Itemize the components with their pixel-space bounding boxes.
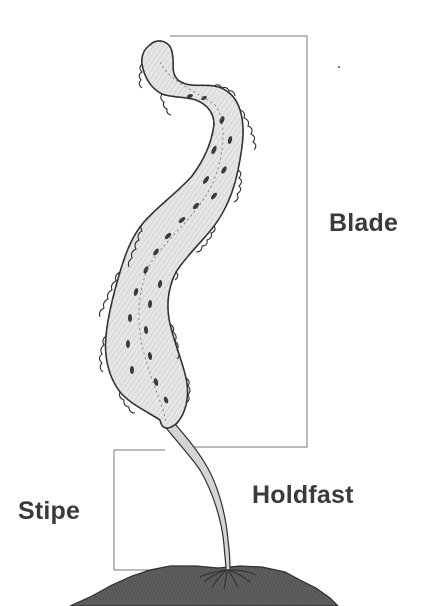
stipe [160, 418, 230, 570]
speck [338, 66, 340, 68]
stipe-label: Stipe [18, 497, 80, 526]
holdfast-label: Holdfast [252, 481, 354, 510]
blade-label: Blade [329, 209, 398, 238]
